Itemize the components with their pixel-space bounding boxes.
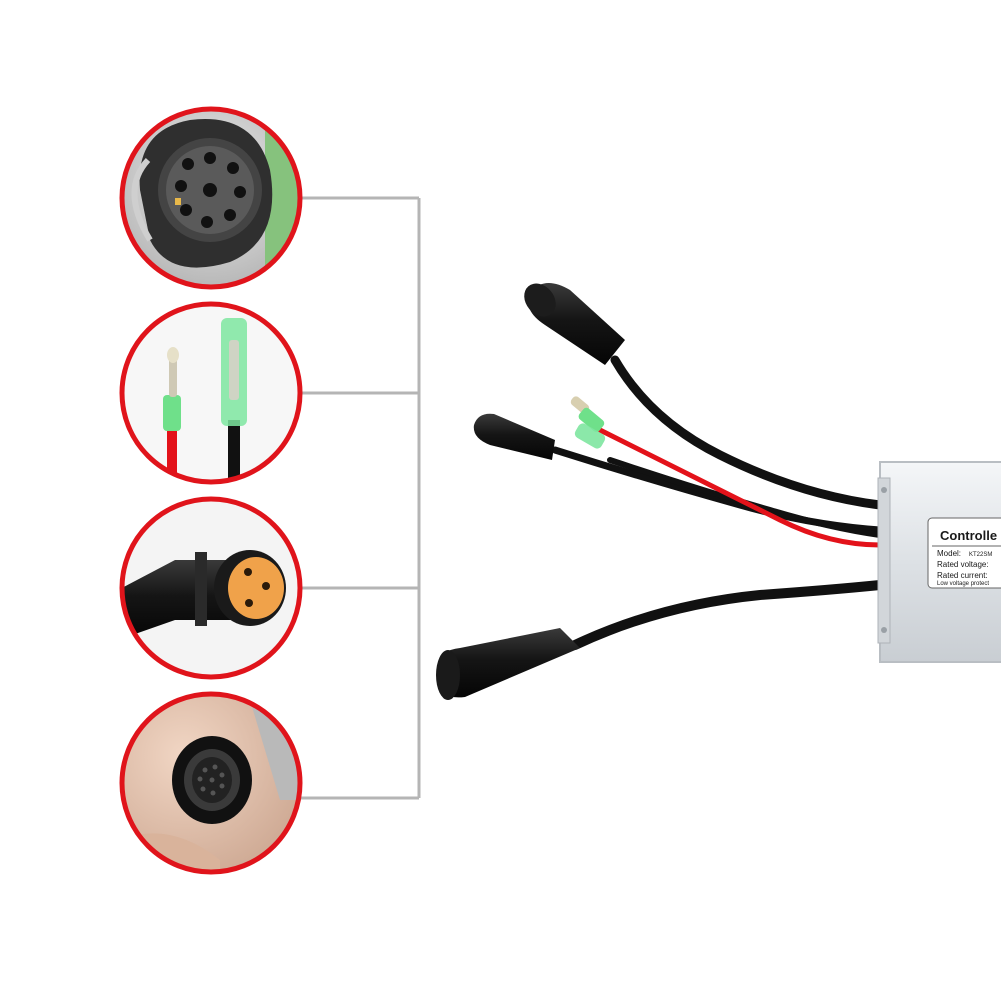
controller-label-low-voltage: Low voltage protect <box>937 581 989 587</box>
nine-pin-connector-icon <box>119 106 303 290</box>
controller-label-rated-current: Rated current: <box>937 571 988 580</box>
plug-bottom <box>436 628 580 700</box>
controller-assembly: Controlle Model: KT22SM Rated voltage: R… <box>436 282 1001 700</box>
cables <box>551 355 885 650</box>
controller-label-model-value: KT22SM <box>969 552 992 558</box>
controller-label-model: Model: <box>937 549 961 558</box>
controller-label-title: Controlle <box>940 528 997 543</box>
multi-pin-socket-icon <box>119 691 303 875</box>
callout-bracket <box>300 196 421 800</box>
bullet-connector-icon <box>119 301 303 485</box>
plug-middle <box>473 413 555 460</box>
controller-label-rated-voltage: Rated voltage: <box>937 560 989 569</box>
controller-housing: Controlle Model: KT22SM Rated voltage: R… <box>877 461 1001 663</box>
plug-top <box>524 282 625 365</box>
bullet-connectors <box>570 396 606 449</box>
three-pin-connector-icon <box>119 496 303 680</box>
